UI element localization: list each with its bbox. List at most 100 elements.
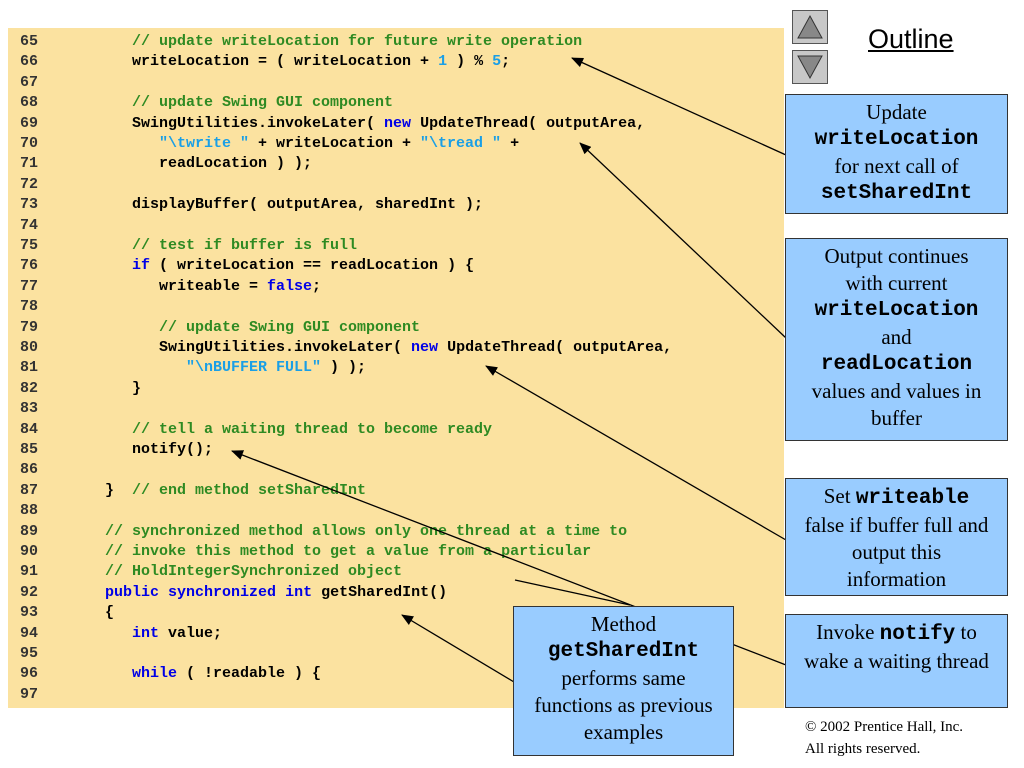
code-line: 70"\twrite " + writeLocation + "\tread "… xyxy=(8,134,784,154)
callout-text: Update xyxy=(866,100,927,124)
line-number: 90 xyxy=(20,543,39,560)
code-keyword: if xyxy=(132,257,151,275)
callout-text: Invoke xyxy=(816,620,880,644)
callout-code-text: setSharedInt xyxy=(820,182,973,205)
copyright-line: All rights reserved. xyxy=(805,741,921,757)
callout-text: performs same xyxy=(561,666,686,690)
code-token: } xyxy=(132,379,142,397)
callout-text: examples xyxy=(583,720,664,744)
code-text: // update Swing GUI component xyxy=(132,93,393,113)
line-number: 72 xyxy=(20,175,39,193)
code-line: 82} xyxy=(8,379,784,399)
line-number: 66 xyxy=(20,53,39,71)
code-line: 81"\nBUFFER FULL" ) ); xyxy=(8,358,784,378)
callout-text: information xyxy=(846,567,947,591)
code-token: value; xyxy=(159,624,223,642)
line-number: 96 xyxy=(20,665,39,683)
code-text: SwingUtilities.invokeLater( new UpdateTh… xyxy=(159,338,672,358)
code-token: notify(); xyxy=(132,441,214,458)
code-comment: // synchronized method allows only one t… xyxy=(105,522,628,540)
code-token: SwingUtilities.invokeLater( xyxy=(159,339,412,356)
callout-text: Method xyxy=(590,612,657,636)
code-token: writeable = xyxy=(159,277,268,295)
code-keyword: while xyxy=(132,665,178,683)
line-number: 91 xyxy=(20,563,39,581)
code-comment: // update Swing GUI component xyxy=(132,94,394,112)
code-line: 84 // tell a waiting thread to become rea… xyxy=(8,420,784,440)
line-number: 87 xyxy=(20,481,39,499)
code-line: 74 xyxy=(8,216,784,236)
callout-text: values and values in xyxy=(811,379,982,403)
callout-update-write-location: Update writeLocation for next call of se… xyxy=(785,94,1008,214)
next-slide-button[interactable] xyxy=(792,50,828,84)
code-text: int value; xyxy=(132,624,222,644)
code-text: readLocation ) ); xyxy=(159,154,312,174)
code-line: 67 xyxy=(8,73,784,93)
code-token: getSharedInt() xyxy=(312,583,448,601)
code-literal: "\tread " xyxy=(420,135,502,152)
code-text: displayBuffer( outputArea, sharedInt ); xyxy=(132,195,483,215)
code-text: // HoldIntegerSynchronized object xyxy=(105,562,402,582)
code-text: // tell a waiting thread to become ready xyxy=(132,420,492,440)
line-number: 89 xyxy=(20,522,39,540)
callout-code-text: writeable xyxy=(855,487,970,510)
copyright-line: © 2002 Prentice Hall, Inc. xyxy=(805,719,964,735)
outline-link[interactable]: Outline xyxy=(868,24,954,54)
code-line: 80 SwingUtilities.invokeLater( new Update… xyxy=(8,338,784,358)
line-number: 94 xyxy=(20,624,39,642)
code-token: displayBuffer( outputArea, sharedInt ); xyxy=(132,196,484,214)
code-token: ( !readable ) { xyxy=(177,665,322,683)
line-number: 83 xyxy=(20,400,39,418)
line-number: 71 xyxy=(20,155,39,173)
code-token: UpdateThread( outputArea, xyxy=(411,114,646,132)
code-token: SwingUtilities.invokeLater( xyxy=(132,114,385,132)
arrow-method-get-shared-int-tail xyxy=(514,579,631,606)
code-text: "\twrite " + writeLocation + "\tread " + xyxy=(159,134,519,154)
code-token: ; xyxy=(501,53,511,71)
callout-text: Output continues xyxy=(824,244,969,268)
code-line: 83 xyxy=(8,399,784,419)
callout-code-text: writeLocation xyxy=(814,299,979,322)
arrow-output-continues xyxy=(579,142,787,339)
line-number: 74 xyxy=(20,216,39,234)
code-token: { xyxy=(105,604,115,622)
code-token: + xyxy=(501,135,520,152)
code-text: // update writeLocation for future write… xyxy=(132,32,582,52)
callout-text: buffer xyxy=(871,406,922,430)
code-token: writeLocation = ( writeLocation + xyxy=(132,53,439,71)
code-keyword: false xyxy=(267,277,313,295)
code-token: UpdateThread( outputArea, xyxy=(438,339,673,356)
line-number: 84 xyxy=(20,420,39,438)
arrow-method-get-shared-int xyxy=(401,614,515,683)
previous-slide-button[interactable] xyxy=(792,10,828,44)
code-token: + writeLocation + xyxy=(249,135,421,152)
callout-text: wake a waiting thread xyxy=(804,649,989,673)
code-line: 68// update Swing GUI component xyxy=(8,93,784,113)
code-text: writeable = false; xyxy=(159,277,321,297)
code-line: 93{ xyxy=(8,603,784,623)
code-line: 96 while ( !readable ) { xyxy=(8,664,784,684)
code-text: } // end method setSharedInt xyxy=(105,481,366,501)
code-text: while ( !readable ) { xyxy=(132,664,321,684)
callout-code-text: writeLocation xyxy=(814,128,979,151)
callout-code-text: readLocation xyxy=(820,353,973,376)
code-line: 89 // synchronized method allows only one… xyxy=(8,522,784,542)
code-line: 88 xyxy=(8,501,784,521)
line-number: 82 xyxy=(20,379,39,397)
code-text: notify(); xyxy=(132,440,213,460)
callout-text: to xyxy=(955,620,977,644)
code-text: // synchronized method allows only one t… xyxy=(105,522,627,542)
callout-invoke-notify: Invoke notify to wake a waiting thread xyxy=(785,614,1008,708)
code-token: ) ); xyxy=(321,359,367,377)
line-number: 80 xyxy=(20,339,39,356)
code-keyword: public xyxy=(105,583,160,601)
line-number: 76 xyxy=(20,257,39,275)
line-number: 69 xyxy=(20,114,39,132)
